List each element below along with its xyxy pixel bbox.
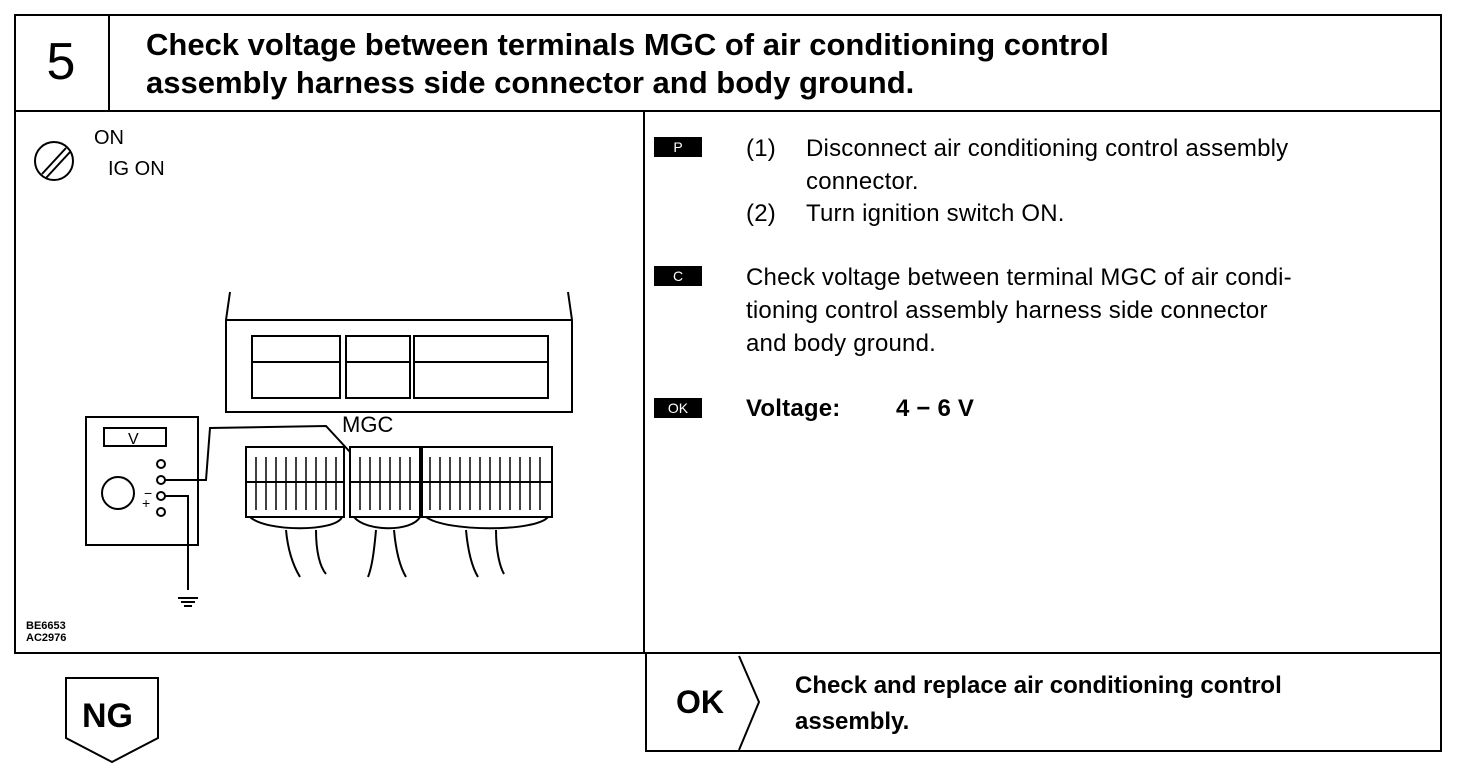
switch-on-label: ON: [94, 127, 124, 149]
prep-marker: P: [654, 137, 702, 157]
title-line-2: assembly harness side connector and body…: [146, 65, 915, 100]
check-line3: and body ground.: [746, 330, 937, 357]
step-number: 5: [14, 14, 110, 112]
ok-result-line1: Check and replace air conditioning contr…: [795, 672, 1282, 699]
step-title: Check voltage between terminals MGC of a…: [146, 26, 1406, 102]
switch-ig-on-label: IG ON: [108, 158, 165, 180]
voltage-label: Voltage:: [746, 395, 841, 422]
meter-label: V: [128, 431, 139, 448]
step2-text: Turn ignition switch ON.: [806, 200, 1065, 227]
check-marker: C: [654, 266, 702, 286]
svg-text:−: −: [144, 485, 152, 501]
title-line-1: Check voltage between terminals MGC of a…: [146, 27, 1109, 62]
check-line2: tioning control assembly harness side co…: [746, 297, 1268, 324]
step1-line2: connector.: [806, 168, 919, 195]
ignition-switch-icon: [34, 141, 74, 181]
terminal-label: MGC: [342, 412, 393, 437]
figure-code-2: AC2976: [26, 632, 67, 644]
ok-result-box: [645, 654, 1442, 752]
column-divider: [643, 110, 645, 654]
check-line1: Check voltage between terminal MGC of ai…: [746, 264, 1292, 291]
ok-result-text: Check and replace air conditioning contr…: [795, 668, 1282, 740]
ok-arrow-icon: [738, 655, 761, 751]
procedure-frame: [14, 14, 1442, 654]
wiring-diagram: ON IG ON V MGC − +: [34, 127, 573, 607]
svg-text:+: +: [142, 495, 150, 511]
left-bottom-border: [14, 652, 645, 654]
voltage-value: 4 − 6 V: [896, 395, 975, 422]
ok-marker: OK: [654, 398, 702, 418]
ng-result-label: NG: [82, 697, 133, 735]
ok-result-line2: assembly.: [795, 708, 910, 735]
step2-num: (2): [746, 200, 776, 227]
step1-num: (1): [746, 135, 776, 162]
ng-badge-icon: [65, 677, 159, 764]
step1-line1: Disconnect air conditioning control asse…: [806, 135, 1289, 162]
figure-code-1: BE6653: [26, 620, 66, 632]
header-divider: [14, 110, 1442, 112]
figure-code: BE6653 AC2976: [26, 620, 66, 644]
ok-result-label: OK: [676, 684, 724, 720]
